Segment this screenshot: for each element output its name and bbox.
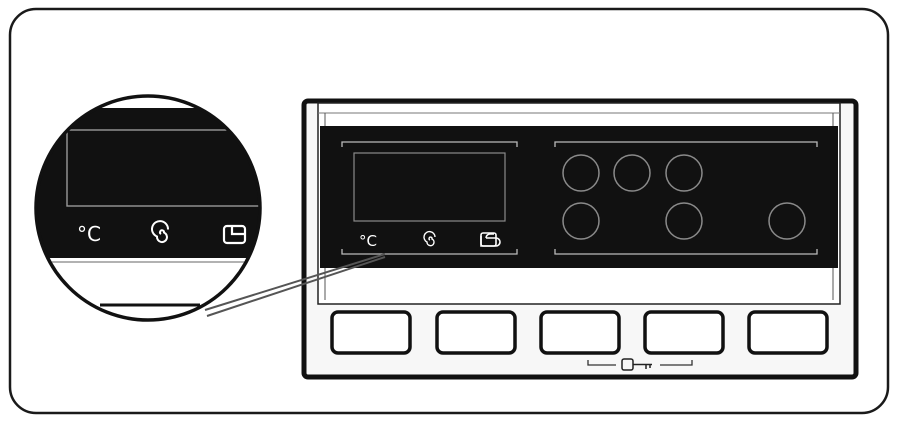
push-button-2[interactable] [435, 310, 517, 355]
push-button-1[interactable] [330, 310, 412, 355]
zoom-timer-icon [222, 224, 247, 245]
touch-key-3[interactable] [665, 154, 703, 192]
push-button-4[interactable] [643, 310, 725, 355]
push-button-5[interactable] [747, 310, 829, 355]
touch-key-6[interactable] [768, 202, 806, 240]
touch-key-4[interactable] [562, 202, 600, 240]
push-button-3[interactable] [539, 310, 621, 355]
zoom-spiral-icon [151, 220, 170, 244]
display-screen [353, 152, 506, 222]
zoom-temperature-unit: °C [77, 222, 101, 246]
timer-icon [480, 232, 501, 247]
touch-key-1[interactable] [562, 154, 600, 192]
touch-key-2[interactable] [613, 154, 651, 192]
touch-key-5[interactable] [665, 202, 703, 240]
spiral-icon [423, 230, 436, 247]
zoom-leader-line [204, 253, 386, 317]
display-temperature-unit: °C [359, 232, 377, 250]
key-lock-icon [621, 358, 652, 371]
zoom-magnifier: °C [34, 94, 262, 322]
